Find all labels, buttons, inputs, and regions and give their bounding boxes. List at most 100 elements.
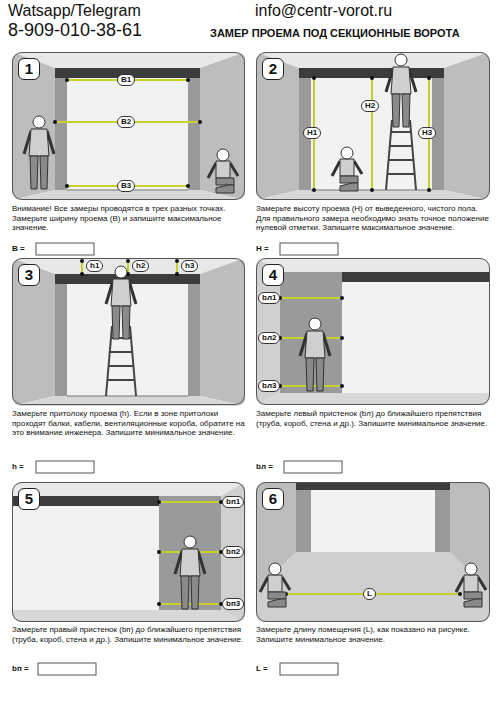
illustration-part [157, 500, 161, 504]
illustration-part [80, 259, 84, 263]
illustration-part [106, 266, 136, 339]
illustration-part [208, 149, 238, 193]
instruction-text: Замерьте левый пристенок (bл) до ближайш… [256, 409, 490, 428]
input-label: bп = [12, 664, 29, 673]
panel-art [12, 258, 245, 406]
illustration-part [12, 610, 245, 622]
illustration-part [312, 76, 316, 80]
illustration-part [65, 184, 69, 188]
illustration-part [12, 482, 245, 496]
illustration-part [24, 116, 54, 189]
illustration-part [55, 80, 200, 186]
step-panel: 5 [12, 482, 245, 622]
input-field [36, 243, 342, 675]
instruction-text: Замерьте правый пристенок (bп) до ближай… [12, 625, 245, 644]
illustration-part [340, 384, 344, 388]
illustration-part [340, 296, 344, 300]
dimension-label: H3 [418, 127, 436, 139]
illustration-part [186, 184, 190, 188]
step-panel: 6 [256, 482, 490, 622]
illustration-part [157, 550, 161, 554]
step-panel: 2 [256, 52, 490, 200]
illustration-part [12, 52, 245, 200]
illustration-part [38, 663, 96, 675]
illustration-part [332, 147, 362, 191]
illustration-part [126, 259, 130, 263]
illustration-part [256, 52, 489, 200]
illustration-part [256, 393, 490, 405]
illustration-part [311, 490, 435, 552]
illustration-part [36, 461, 94, 473]
header-text: Watsapp/Telegram [8, 2, 141, 20]
illustration-part [82, 260, 177, 274]
illustration-part [175, 259, 179, 263]
illustration-part [427, 188, 431, 192]
illustration-part [80, 259, 179, 276]
illustration-part [106, 326, 136, 396]
illustration-part [175, 536, 205, 609]
illustration-part [300, 318, 330, 391]
panel-art [12, 52, 245, 200]
illustration-part [370, 188, 374, 192]
input-label: bл = [256, 462, 273, 471]
illustration-part [221, 482, 245, 622]
illustration-part [427, 76, 431, 80]
panel-art [12, 482, 246, 622]
panel-art [256, 52, 489, 200]
dimension-label: B1 [117, 74, 135, 86]
illustration-part [260, 563, 290, 607]
step-number: 5 [18, 488, 40, 510]
illustration-part [198, 120, 202, 124]
dimension-label: bп2 [222, 546, 244, 558]
illustration-part [12, 258, 245, 406]
dimension-label: bл3 [258, 380, 280, 392]
instruction-text: Замерьте длину помещения (L), как показа… [256, 625, 490, 644]
step-number: 2 [262, 58, 284, 80]
step-number: 1 [18, 58, 40, 80]
illustration-part [36, 243, 94, 255]
illustration-part [256, 482, 490, 622]
illustration-part [81, 260, 83, 274]
illustration-part [312, 188, 316, 192]
illustration-part [280, 272, 342, 393]
illustration-part [12, 482, 246, 622]
instruction-text: Внимание! Все замеры проводятся в трех р… [12, 204, 245, 233]
step-panel: 4 [256, 258, 490, 405]
illustration-part [53, 120, 57, 124]
step-panel: 3 [12, 258, 245, 405]
illustration-part [314, 78, 429, 190]
header-text: 8-909-010-38-61 [8, 20, 142, 41]
illustration-part [280, 243, 338, 255]
illustration-part [65, 78, 69, 82]
illustration-part [296, 482, 450, 490]
dimension-label: B2 [117, 116, 135, 128]
dimension-label: h1 [86, 260, 103, 272]
illustration-part [80, 272, 84, 276]
illustration-part [159, 603, 221, 605]
dimension-label: bп3 [222, 598, 244, 610]
dimension-label: L [363, 588, 376, 600]
illustration-part [157, 602, 161, 606]
illustration-part [256, 258, 490, 272]
dimension-label: B3 [117, 180, 135, 192]
panel-art [256, 482, 490, 622]
dimension-label: h3 [181, 260, 198, 272]
illustration-part [175, 272, 179, 276]
input-label: L = [256, 664, 268, 673]
illustration-part [53, 78, 202, 188]
illustration-part [386, 54, 416, 127]
illustration-part [458, 592, 462, 596]
illustration-part [371, 78, 373, 190]
dimension-label: H1 [303, 127, 321, 139]
page-title: ЗАМЕР ПРОЕМА ПОД СЕКЦИОННЫЕ ВОРОТА [210, 27, 460, 39]
illustration-part [312, 76, 431, 192]
illustration-part [284, 461, 342, 473]
input-label: B = [12, 244, 25, 253]
illustration-part [280, 663, 338, 675]
dimension-label: H2 [361, 100, 379, 112]
illustration-part [176, 260, 178, 274]
dimension-label: bл2 [258, 332, 280, 344]
header-text: info@centr-vorot.ru [255, 2, 392, 20]
illustration-part [256, 552, 490, 622]
